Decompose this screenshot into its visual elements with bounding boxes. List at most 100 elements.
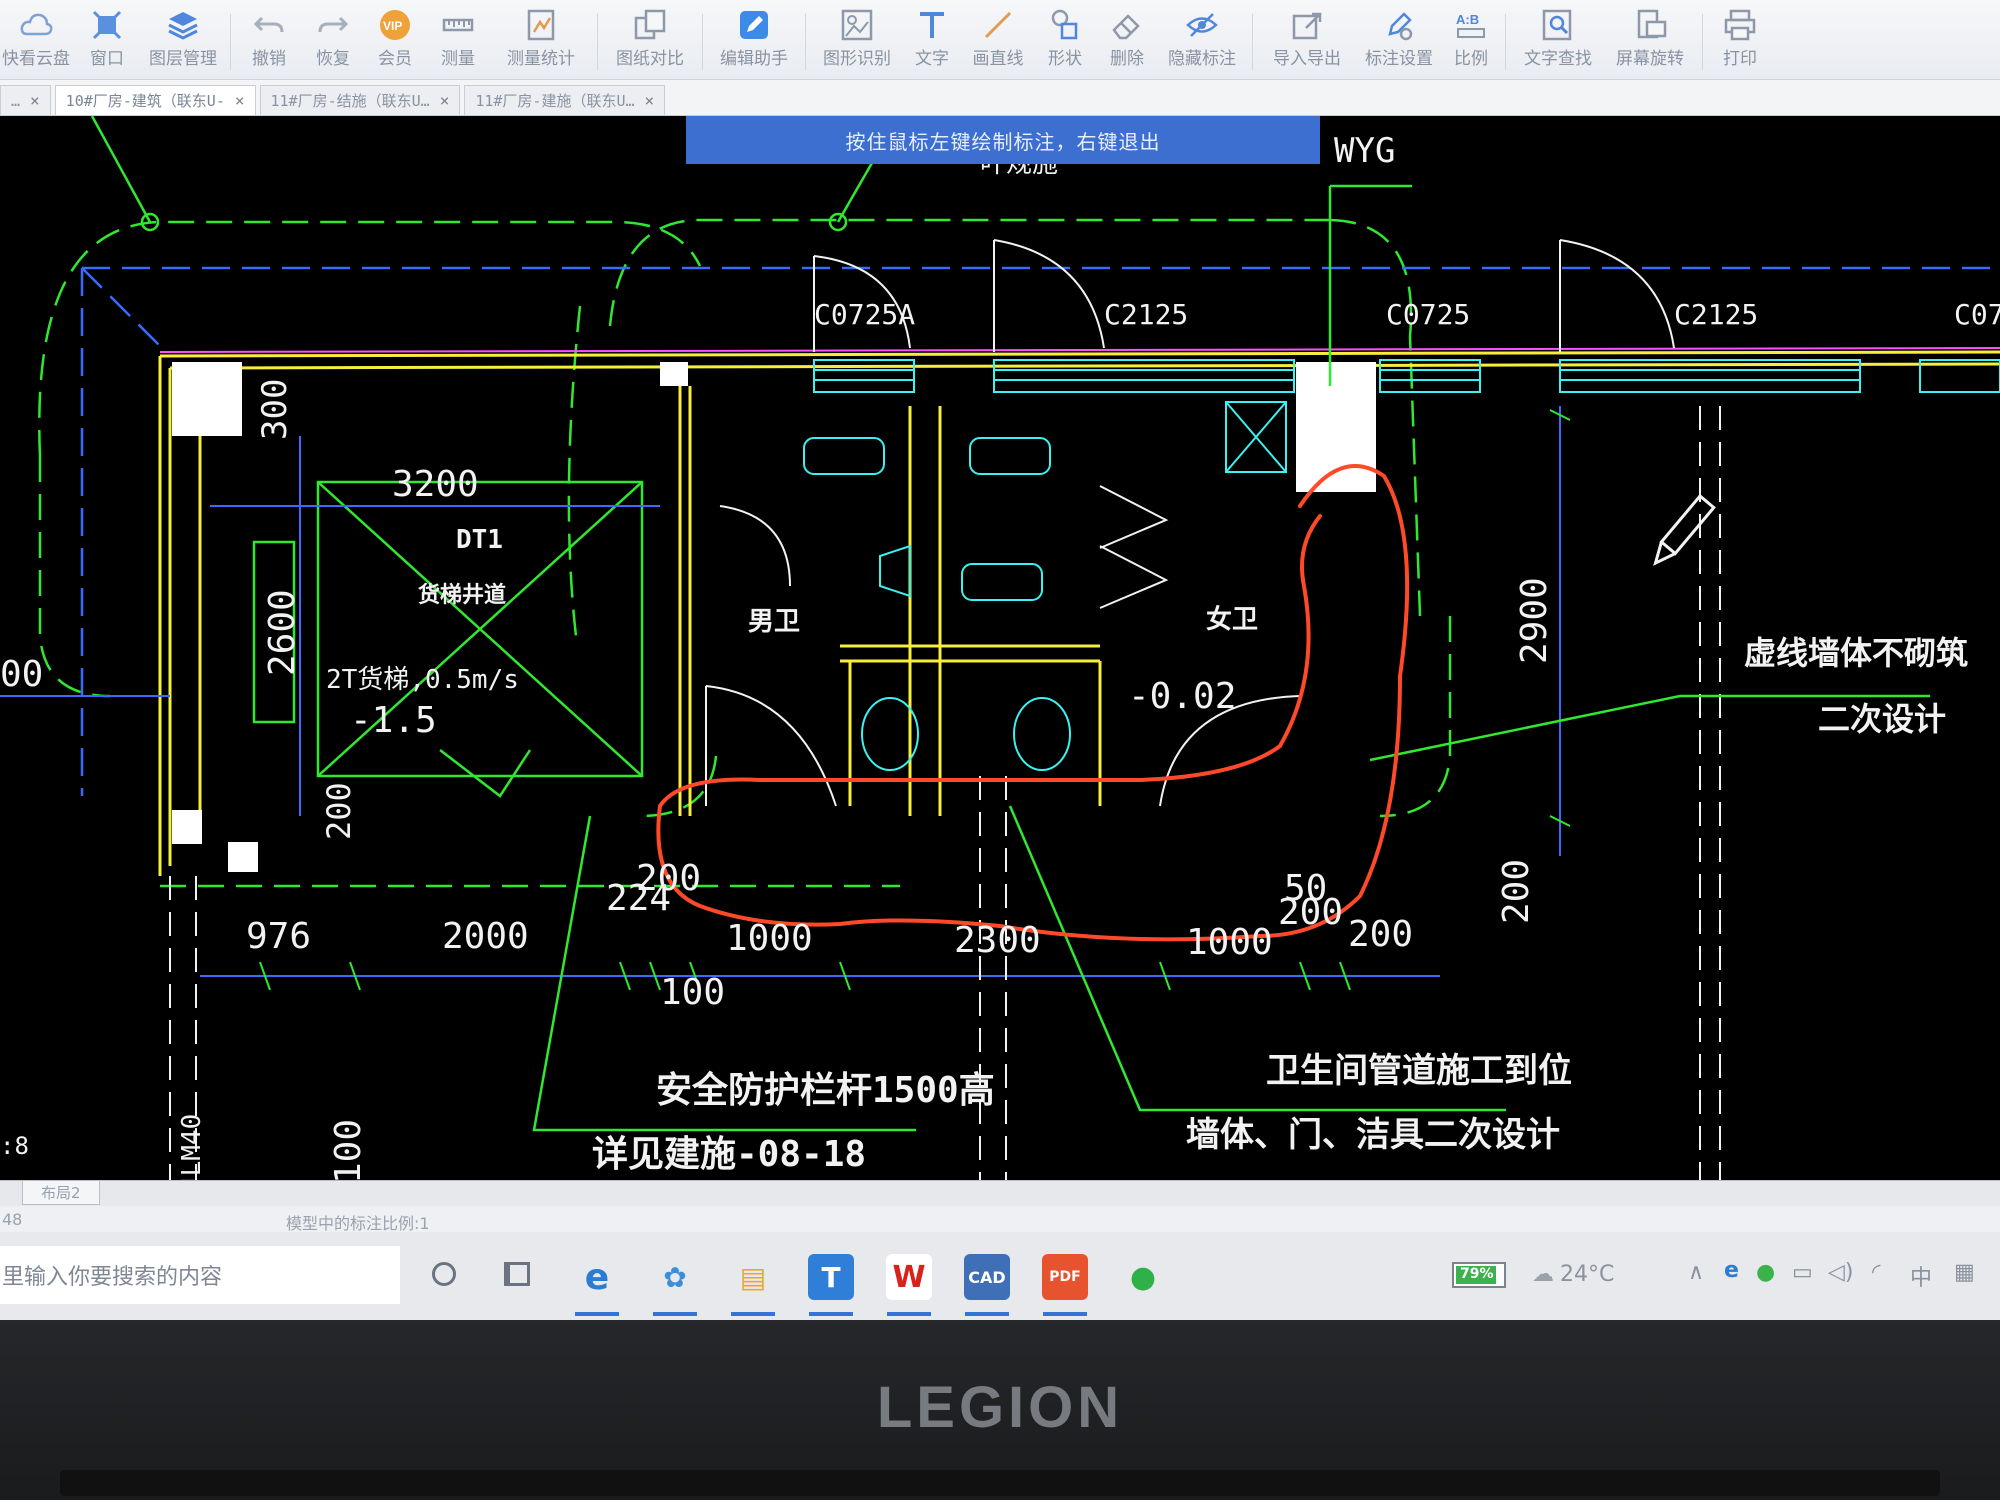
task-view-icon[interactable] <box>504 1262 530 1286</box>
cad-viewer-icon[interactable]: CAD <box>964 1254 1010 1300</box>
toolbar-label: 图层管理 <box>149 49 217 69</box>
toolbar-edit-assistant-button[interactable]: 编辑助手 <box>709 6 799 78</box>
walls <box>158 350 2000 876</box>
wall-outline <box>159 347 2000 353</box>
taskbar-search-input[interactable]: 里输入你要搜索的内容 <box>0 1246 400 1304</box>
toolbar-print-button[interactable]: 打印 <box>1709 6 1771 78</box>
toolbar-shape-recognition-button[interactable]: 图形识别 <box>812 6 902 78</box>
app-swirl-icon[interactable]: ✿ <box>663 1260 687 1294</box>
floor-level: -0.02 <box>1128 676 1236 717</box>
layers-icon <box>161 6 205 44</box>
dim-100: 100 <box>660 972 725 1013</box>
toolbar-hide-annotation-button[interactable]: 隐藏标注 <box>1158 6 1246 78</box>
measure-icon <box>436 6 480 44</box>
toolbar-text-button[interactable]: 文字 <box>902 6 962 78</box>
document-tab[interactable]: 11#厂房-结施（联东U…× <box>259 85 461 115</box>
toolbar-redo-button[interactable]: 恢复 <box>301 6 365 78</box>
print-icon <box>1718 6 1762 44</box>
close-icon[interactable]: × <box>234 91 245 110</box>
toolbar-measure-button[interactable]: 测量 <box>425 6 491 78</box>
wechat-tray-icon[interactable]: ● <box>1756 1260 1776 1285</box>
battery-tray-icon[interactable]: ▭ <box>1792 1260 1813 1285</box>
document-tabs: …×10#厂房-建筑（联东U-×11#厂房-结施（联东U…×11#厂房-建施（联… <box>0 80 2000 116</box>
file-explorer-icon[interactable]: ▤ <box>739 1260 767 1294</box>
close-icon[interactable]: × <box>30 91 40 110</box>
measure-stats-icon <box>519 6 563 44</box>
toolbar-import-export-button[interactable]: 导入导出 <box>1259 6 1355 78</box>
edge-icon[interactable]: e <box>584 1256 610 1298</box>
layout-tab-strip: 布局2 <box>0 1180 2000 1206</box>
cortana-icon[interactable] <box>432 1262 456 1286</box>
temperature-text[interactable]: 24°C <box>1560 1262 1615 1287</box>
toolbar-eraser-button[interactable]: 删除 <box>1096 6 1158 78</box>
leader-lines <box>90 116 1930 1132</box>
line-icon <box>976 6 1020 44</box>
document-tab[interactable]: …× <box>0 85 51 115</box>
dim-50: 50 <box>1284 868 1327 909</box>
toolbar-layers-button[interactable]: 图层管理 <box>142 6 224 78</box>
dim-2900: 2900 <box>1514 577 1555 664</box>
document-tab[interactable]: 10#厂房-建筑（联东U-× <box>54 85 256 115</box>
left-8: :8 <box>0 1132 29 1160</box>
wps-icon[interactable]: W <box>886 1254 932 1300</box>
chevron-up-icon[interactable]: ∧ <box>1688 1260 1705 1285</box>
window-label-4: C2125 <box>1674 298 1758 331</box>
weather-icon[interactable]: ☁ <box>1532 1262 1554 1287</box>
toolbar-annotation-settings-button[interactable]: 标注设置 <box>1355 6 1443 78</box>
running-indicator <box>965 1312 1009 1316</box>
window-hatches <box>813 359 2000 393</box>
notification-icon[interactable]: ▦ <box>1954 1260 1975 1285</box>
text-app-icon[interactable]: T <box>808 1254 854 1300</box>
wechat-like-icon[interactable]: ● <box>1129 1259 1157 1295</box>
cad-drawing[interactable]: 叶规施 WYG C0725A C2125 C0725 C2125 C07 320… <box>0 116 2000 1192</box>
dashed-boundary <box>38 218 1452 888</box>
dim-976: 976 <box>246 916 311 957</box>
dim-1000-b: 1000 <box>1186 922 1273 963</box>
import-export-icon <box>1285 6 1329 44</box>
wifi-icon[interactable]: ◜ <box>1872 1260 1881 1285</box>
edge-tray-icon[interactable]: e <box>1724 1258 1739 1283</box>
battery-percent: 79% <box>1460 1266 1494 1282</box>
elevator-spec: 2T货梯,0.5m/s <box>326 665 519 695</box>
toolbar-window-button[interactable]: 窗口 <box>72 6 142 78</box>
toolbar-label: 快看云盘 <box>2 49 70 69</box>
pdf-app-icon[interactable]: PDF <box>1042 1254 1088 1300</box>
close-icon[interactable]: × <box>439 91 450 110</box>
text-icon <box>910 6 954 44</box>
battery-indicator[interactable]: 79% <box>1452 1262 1506 1288</box>
toolbar-shape-button[interactable]: 形状 <box>1034 6 1096 78</box>
toolbar-separator <box>230 14 231 70</box>
pencil-cursor-icon <box>1653 493 1716 566</box>
document-tab[interactable]: 11#厂房-建施（联东U… × <box>464 85 666 115</box>
toolbar-line-button[interactable]: 画直线 <box>962 6 1034 78</box>
dim-1000-a: 1000 <box>726 918 813 959</box>
running-indicator <box>731 1312 775 1316</box>
toolbar-label: 编辑助手 <box>720 49 788 69</box>
dim-200-mid: 200 <box>636 858 701 899</box>
layout-tab[interactable]: 布局2 <box>22 1181 100 1205</box>
grid-lines <box>169 406 1721 1192</box>
toolbar-rotate-screen-button[interactable]: 屏幕旋转 <box>1604 6 1696 78</box>
toolbar-measure-stats-button[interactable]: 测量统计 <box>491 6 591 78</box>
toolbar-label: 图纸对比 <box>616 49 684 69</box>
toolbar-undo-button[interactable]: 撤销 <box>237 6 301 78</box>
close-icon[interactable]: × <box>644 91 655 110</box>
toolbar-cloud-button[interactable]: 快看云盘 <box>0 6 72 78</box>
toolbar-text-search-button[interactable]: 文字查找 <box>1512 6 1604 78</box>
ime-indicator[interactable]: 中 <box>1910 1266 1933 1291</box>
running-indicator <box>887 1312 931 1316</box>
note-pipe: 卫生间管道施工到位 <box>1266 1051 1572 1091</box>
tab-label: 11#厂房-建施（联东U… <box>475 92 635 110</box>
dim-200-left: 200 <box>320 782 358 840</box>
status-bar: 48 模型中的标注比例:1 <box>0 1206 2000 1233</box>
cad-drawing-canvas[interactable]: 叶规施 WYG C0725A C2125 C0725 C2125 C07 320… <box>0 116 2000 1192</box>
female-wc-label: 女卫 <box>1206 604 1258 635</box>
dim-3200: 3200 <box>392 464 479 505</box>
toolbar-label: 隐藏标注 <box>1168 49 1236 69</box>
volume-icon[interactable]: ◁) <box>1828 1260 1854 1285</box>
toolbar-compare-button[interactable]: 图纸对比 <box>604 6 696 78</box>
toolbar-label: 文字 <box>915 49 949 69</box>
